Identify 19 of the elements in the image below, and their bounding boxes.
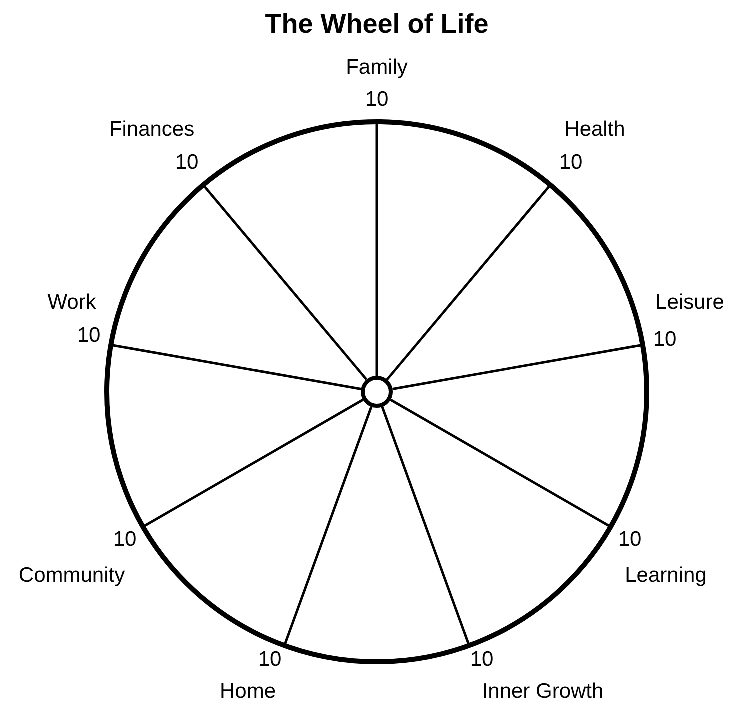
segment-label: Home [220,679,276,705]
segment-label: Community [18,563,126,589]
segment-label: 10 [365,87,389,113]
segment-label: Finances [109,117,195,143]
title: The Wheel of Life [264,8,490,41]
segment-label: 10 [175,150,199,176]
segment-label: 10 [258,647,282,673]
segment-label: Health [564,117,626,143]
segment-label: 10 [113,527,137,553]
segment-label: Leisure [656,290,724,316]
segment-label: Learning [625,563,707,589]
segment-label: Family [346,55,408,81]
segment-label: 10 [470,647,494,673]
segment-label: 10 [653,327,677,353]
segment-label: Inner Growth [482,679,604,705]
segment-label: 10 [559,150,583,176]
segment-label: 10 [77,323,101,349]
segment-label: 10 [618,527,642,553]
segment-label: Work [48,290,96,316]
